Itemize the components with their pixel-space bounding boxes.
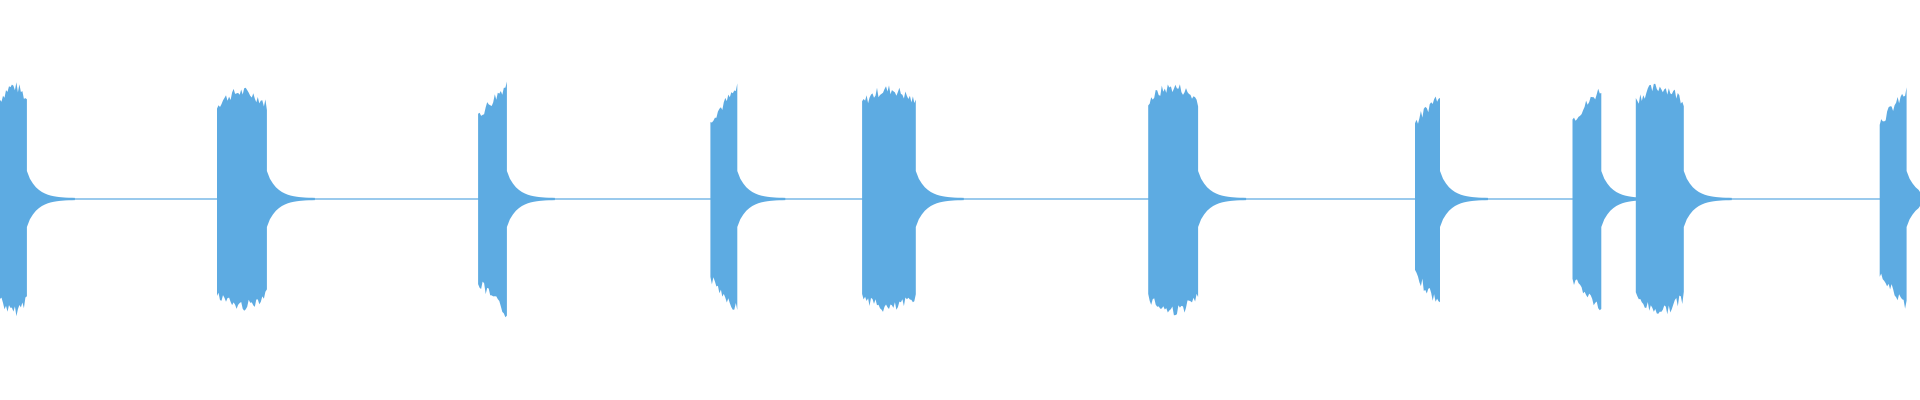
waveform-burst-10 xyxy=(1879,87,1920,309)
waveform-burst-5 xyxy=(862,85,964,312)
waveform-segments xyxy=(0,81,1920,318)
waveform-burst-9 xyxy=(1635,83,1732,315)
waveform-burst-4 xyxy=(710,83,786,311)
waveform-burst-6 xyxy=(1148,84,1247,316)
waveform-burst-7 xyxy=(1415,96,1488,303)
waveform-burst-2 xyxy=(217,87,315,311)
waveform-burst-1 xyxy=(0,82,75,317)
waveform-burst-8 xyxy=(1572,88,1650,311)
waveform-burst-3 xyxy=(478,81,555,318)
